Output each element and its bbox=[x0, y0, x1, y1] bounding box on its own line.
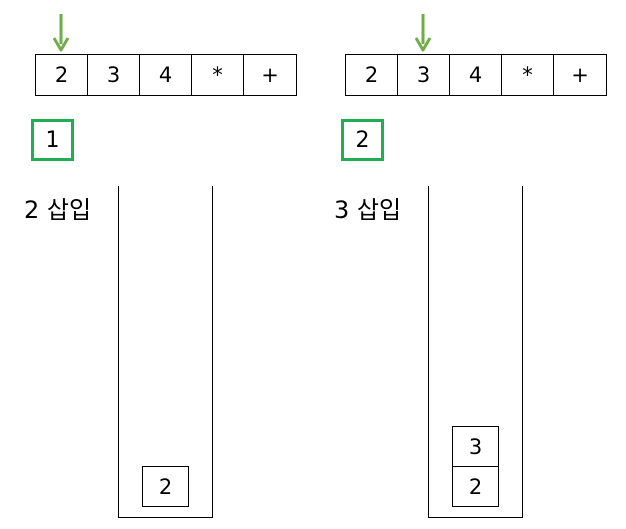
stack-container: 2 3 bbox=[428, 186, 523, 518]
action-label: 3 삽입 bbox=[334, 196, 402, 224]
stack-container: 2 bbox=[118, 186, 213, 518]
pointer-arrow-icon bbox=[413, 14, 433, 56]
expression-token: 3 bbox=[398, 55, 450, 95]
expression-token: 2 bbox=[36, 55, 88, 95]
expression-token-row: 2 3 4 * + bbox=[345, 54, 607, 96]
expression-token: 3 bbox=[88, 55, 140, 95]
step-number-badge: 2 bbox=[341, 119, 384, 161]
expression-token: * bbox=[192, 55, 244, 95]
action-label: 2 삽입 bbox=[24, 196, 92, 224]
step-panel-2: 2 3 4 * + 2 3 삽입 2 3 bbox=[310, 0, 623, 529]
stack-item: 3 bbox=[452, 426, 499, 467]
expression-token: + bbox=[571, 63, 589, 87]
stack-items: 2 bbox=[119, 466, 212, 507]
step-panel-1: 2 3 4 * + 1 2 삽입 2 bbox=[24, 14, 297, 518]
step-number-badge: 1 bbox=[31, 119, 74, 161]
expression-token: 2 bbox=[346, 55, 398, 95]
expression-token: 4 bbox=[140, 55, 192, 95]
stack-item: 2 bbox=[142, 466, 189, 507]
expression-token: 4 bbox=[450, 55, 502, 95]
expression-token-row: 2 3 4 * + bbox=[35, 54, 297, 96]
expression-token: * bbox=[502, 55, 554, 95]
stack-item: 2 bbox=[452, 466, 499, 507]
expression-token: + bbox=[261, 63, 279, 87]
stack-items: 2 3 bbox=[429, 426, 522, 507]
pointer-arrow-icon bbox=[51, 14, 71, 56]
